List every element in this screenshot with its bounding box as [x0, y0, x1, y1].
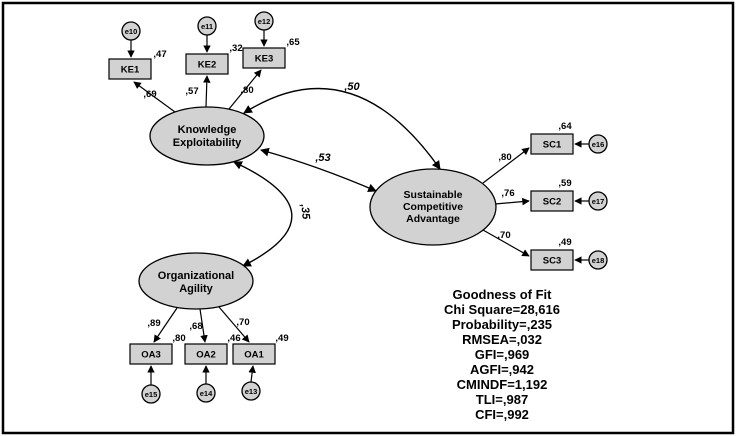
error-label-e10: e10 — [125, 27, 138, 36]
r2-label-ke2: ,32 — [229, 43, 242, 54]
error-term-e16 — [588, 134, 608, 154]
indicator-label-ke3: KE3 — [255, 54, 273, 65]
loading-label-oa2: ,68 — [189, 321, 202, 332]
r2-label-ke3: ,65 — [286, 37, 300, 48]
fit-agfi: AGFI=,942 — [470, 362, 534, 377]
latent-organizational-agility — [138, 252, 254, 310]
error-label-e17: e17 — [592, 197, 605, 206]
indicator-sc2 — [530, 190, 574, 212]
arrow-ke-to-ke2 — [203, 75, 211, 108]
indicator-label-oa3: OA3 — [141, 350, 161, 361]
latent-label-sca-line3: Advantage — [406, 213, 460, 225]
latent-label-sca-line1: Sustainable — [404, 189, 463, 201]
indicator-ke3 — [242, 47, 286, 69]
r2-label-oa3: ,80 — [172, 333, 185, 344]
path-ke-oa-covariance — [233, 161, 293, 267]
indicator-label-sc3: SC3 — [543, 256, 561, 267]
fit-cmindf: CMINDF=1,192 — [457, 377, 548, 392]
latent-knowledge-exploitability — [149, 106, 265, 166]
arrow-oa-to-oa1 — [218, 306, 250, 343]
error-label-e12: e12 — [258, 17, 271, 26]
latent-sustainable-competitive-advantage — [369, 168, 497, 246]
path-coefficient-ke-sca-direct: ,53 — [314, 152, 330, 164]
ke-measurement-block: e10 e11 e12 KE1 KE2 KE3 ,47 ,32 ,65 ,69 … — [108, 11, 300, 113]
error-label-e16: e16 — [592, 140, 605, 149]
indicator-label-sc2: SC2 — [543, 197, 561, 208]
path-coefficient-ke-sca-arc: ,50 — [343, 81, 360, 93]
error-term-e15 — [141, 384, 161, 404]
r2-label-sc3: ,49 — [558, 237, 571, 248]
fit-chi-square: Chi Square=28,616 — [444, 302, 560, 317]
arrow-sca-to-sc1 — [482, 147, 530, 184]
error-term-e14 — [196, 383, 216, 403]
error-term-e17 — [588, 191, 608, 211]
error-label-e14: e14 — [200, 389, 213, 398]
r2-label-ke1: ,47 — [153, 49, 166, 60]
loading-label-sc2: ,76 — [501, 188, 514, 199]
error-term-e13 — [241, 381, 261, 401]
latent-label-ke-line2: Exploitability — [173, 137, 242, 149]
fit-cfi: CFI=,992 — [475, 407, 529, 422]
path-ke-sca-arc — [243, 87, 441, 170]
latent-variables: Knowledge Exploitability Sustainable Com… — [138, 106, 497, 310]
indicator-ke1 — [108, 58, 152, 80]
arrow-oa-to-oa3 — [153, 307, 178, 343]
arrow-e13-to-oa1 — [248, 365, 256, 383]
structural-paths: ,50 ,53 ,35 — [233, 81, 441, 267]
error-label-e13: e13 — [245, 387, 258, 396]
latent-label-oa-line1: Organizational — [158, 270, 234, 282]
arrow-sca-to-sc2 — [494, 197, 530, 206]
fit-gfi: GFI=,969 — [475, 347, 530, 362]
error-label-e11: e11 — [201, 22, 213, 31]
error-term-e18 — [588, 250, 608, 270]
loading-label-ke3: ,80 — [240, 85, 253, 96]
loading-label-sc1: ,80 — [498, 152, 511, 163]
goodness-of-fit-block: Goodness of Fit Chi Square=28,616 Probab… — [444, 287, 560, 422]
r2-label-sc2: ,59 — [558, 178, 571, 189]
indicator-ke2 — [185, 53, 229, 75]
arrow-sca-to-sc3 — [482, 229, 530, 257]
loading-label-oa1: ,70 — [236, 317, 249, 328]
fit-title: Goodness of Fit — [453, 287, 553, 302]
loading-label-sc3: ,70 — [497, 230, 510, 241]
indicator-oa1 — [232, 343, 276, 365]
arrow-ke-to-ke3 — [228, 69, 262, 110]
r2-label-sc1: ,64 — [558, 121, 572, 132]
error-term-e10 — [121, 21, 141, 41]
latent-label-oa-line2: Agility — [179, 283, 213, 295]
indicator-sc3 — [530, 249, 574, 271]
indicator-sc1 — [530, 133, 574, 155]
r2-label-oa1: ,49 — [275, 333, 288, 344]
loading-label-ke2: ,57 — [185, 86, 198, 97]
indicator-label-ke2: KE2 — [198, 60, 216, 71]
error-term-e11 — [197, 16, 217, 36]
indicator-oa3 — [129, 343, 173, 365]
indicator-label-sc1: SC1 — [543, 140, 562, 151]
loading-label-ke1: ,69 — [143, 89, 156, 100]
indicator-label-oa1: OA1 — [244, 350, 264, 361]
indicator-oa2 — [184, 343, 228, 365]
path-ke-sca-direct — [260, 147, 377, 192]
fit-probability: Probability=,235 — [452, 317, 552, 332]
sca-measurement-block: e16 e17 e18 SC1 SC2 SC3 ,64 ,59 ,49 ,80 … — [482, 121, 608, 271]
fit-rmsea: RMSEA=,032 — [462, 332, 542, 347]
indicator-label-oa2: OA2 — [196, 350, 216, 361]
oa-measurement-block: e15 e14 e13 OA3 OA2 OA1 ,80 ,46 ,49 ,89 … — [129, 306, 289, 404]
loading-label-oa3: ,89 — [147, 318, 160, 329]
arrow-ke-to-ke1 — [133, 81, 176, 113]
indicator-label-ke1: KE1 — [121, 65, 140, 76]
r2-label-oa2: ,46 — [227, 333, 240, 344]
error-label-e18: e18 — [592, 256, 605, 265]
path-coefficient-ke-oa: ,35 — [298, 202, 312, 221]
arrow-oa-to-oa2 — [199, 308, 208, 343]
latent-label-sca-line2: Competitive — [403, 201, 463, 213]
error-label-e15: e15 — [145, 390, 158, 399]
latent-label-ke-line1: Knowledge — [178, 124, 237, 136]
error-term-e12 — [254, 11, 274, 31]
fit-tli: TLI=,987 — [476, 392, 528, 407]
